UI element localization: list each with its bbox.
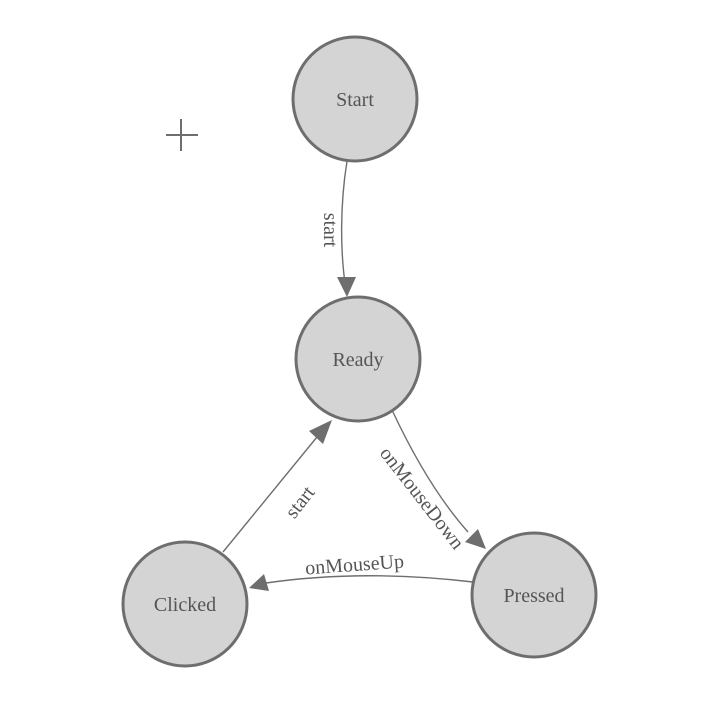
edge-line[interactable]: [340, 160, 348, 291]
state-node-clicked[interactable]: Clicked: [121, 540, 249, 668]
edge-line[interactable]: [391, 409, 469, 533]
state-node-ready[interactable]: Ready: [294, 295, 422, 423]
arrowhead-icon: [249, 574, 269, 591]
state-node-circle[interactable]: [470, 531, 598, 659]
edge-pressed-to-clicked[interactable]: onMouseUp: [249, 551, 474, 591]
arrowhead-icon: [309, 420, 332, 444]
edge-label: start: [281, 482, 320, 523]
edge-label: onMouseDown: [375, 443, 468, 554]
crosshair-icon: [166, 119, 198, 151]
state-node-pressed[interactable]: Pressed: [470, 531, 598, 659]
state-node-circle[interactable]: [294, 295, 422, 423]
state-node-circle[interactable]: [291, 35, 419, 163]
edge-line[interactable]: [265, 575, 474, 584]
arrowhead-icon: [465, 529, 486, 549]
edge-start-to-ready[interactable]: start: [319, 160, 356, 297]
edge-label: onMouseUp: [304, 551, 404, 580]
state-node-label: Clicked: [154, 594, 216, 616]
edge-line[interactable]: [222, 436, 318, 553]
state-node-circle[interactable]: [121, 540, 249, 668]
edge-clicked-to-ready[interactable]: start: [222, 420, 332, 553]
state-node-start[interactable]: Start: [291, 35, 419, 163]
state-node-label: Start: [336, 89, 374, 111]
state-node-label: Pressed: [503, 585, 564, 607]
arrowhead-icon: [337, 277, 356, 297]
state-node-label: Ready: [332, 349, 383, 371]
edge-ready-to-pressed[interactable]: onMouseDown: [375, 409, 486, 554]
edge-label: start: [319, 213, 341, 248]
